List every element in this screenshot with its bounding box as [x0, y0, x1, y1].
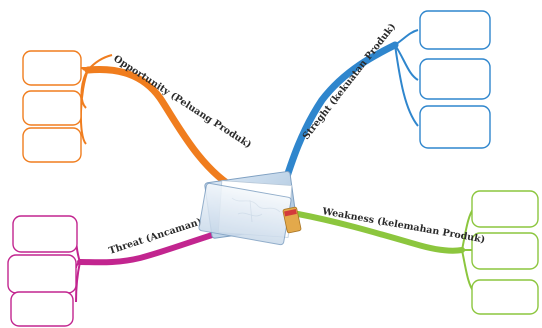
- strength-leaf-1[interactable]: [419, 10, 491, 50]
- branch-weakness: Weakness (kelemahan Produk): [295, 190, 539, 315]
- weakness-leaf-3[interactable]: [471, 279, 539, 315]
- weakness-leaf-2[interactable]: [471, 232, 539, 270]
- opportunity-leaf-2[interactable]: [22, 90, 82, 126]
- branch-strength-label: Streght (kekuatan Produk): [301, 21, 398, 141]
- branch-strength-connectors: [394, 29, 419, 127]
- opportunity-leaf-1[interactable]: [22, 50, 82, 86]
- threat-leaf-2[interactable]: [7, 254, 77, 294]
- branch-opportunity-label-underline: [87, 54, 113, 71]
- branch-opportunity-main-line: [84, 65, 242, 194]
- threat-leaf-3[interactable]: [10, 291, 74, 327]
- branch-threat-main-line: [77, 225, 238, 266]
- branch-strength: Streght (kekuatan Produk): [278, 10, 491, 196]
- branch-opportunity: Opportunity (Peluang Produk): [22, 50, 253, 194]
- strength-leaf-3[interactable]: [419, 105, 491, 149]
- branch-weakness-main-line: [295, 211, 465, 254]
- weakness-leaf-1[interactable]: [471, 190, 539, 228]
- branch-opportunity-connectors: [79, 67, 89, 145]
- threat-leaf-1[interactable]: [12, 215, 78, 253]
- branch-threat: Threat (Ancaman): [7, 215, 238, 327]
- branch-strength-main-line: [278, 41, 399, 196]
- opportunity-leaf-3[interactable]: [22, 127, 82, 163]
- folder-document-icon: [198, 171, 302, 246]
- strength-leaf-2[interactable]: [419, 58, 491, 100]
